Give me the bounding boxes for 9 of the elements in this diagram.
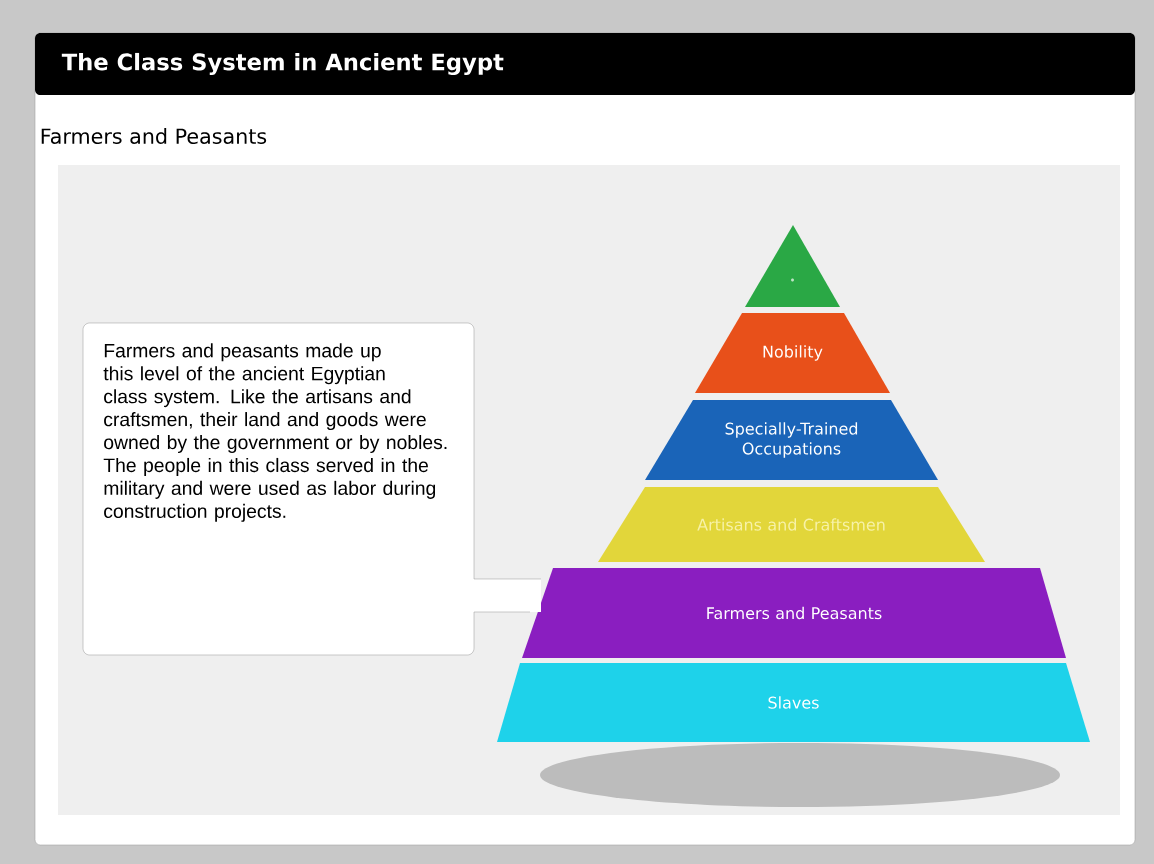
pyramid-level: Nobility bbox=[695, 313, 890, 393]
pyramid-level: Specially-Trained Occupations bbox=[645, 400, 938, 480]
callout-box: Farmers and peasants made up this level of the ancient Egyptian class system. Like the artisans and craftsmen, their land and goods were owned by the government or by nobles. The people in this class served in the military and were used as labor during construction projects. bbox=[82, 322, 542, 656]
subtitle: Farmers and Peasants bbox=[41, 128, 267, 144]
pyramid-level: Farmers and Peasants bbox=[522, 568, 1066, 658]
pyramid-level: Slaves bbox=[497, 663, 1090, 742]
pyramid-level: Artisans and Craftsmen bbox=[598, 487, 985, 562]
title-bar: The Class System in Ancient Egypt bbox=[35, 33, 1135, 95]
triangle-level bbox=[745, 225, 840, 307]
